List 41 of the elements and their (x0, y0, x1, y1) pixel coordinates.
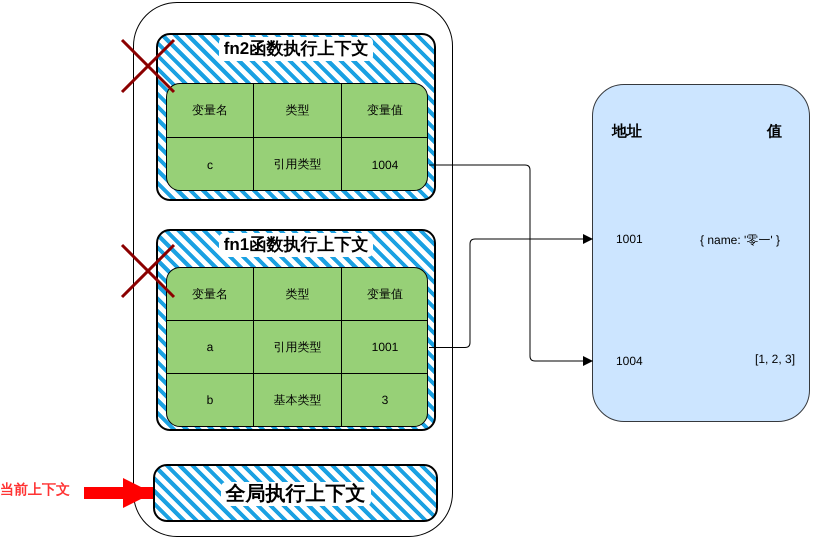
variable-table (166, 83, 428, 191)
address-text: 1001 (593, 225, 683, 253)
cell-text: 变量值 (367, 286, 403, 302)
cell-text: b (206, 393, 214, 407)
table-cell (254, 321, 342, 374)
context-box (156, 33, 436, 201)
table-cell (167, 321, 254, 374)
table-cell (167, 268, 254, 321)
cell-text: 类型 (286, 286, 310, 302)
address-text: 1004 (593, 347, 683, 375)
arrow (84, 478, 153, 508)
variable-table (166, 267, 428, 427)
cell-text: 变量值 (367, 102, 403, 119)
cell-text: 引用类型 (274, 156, 322, 173)
arrow (428, 164, 594, 366)
pointer-label: 当前上下文 (0, 478, 82, 500)
cell-text: 引用类型 (274, 338, 322, 356)
column-header: 地址 (612, 122, 642, 141)
cell-text: 1004 (372, 158, 398, 172)
context-title: fn1函数执行上下文 (218, 233, 374, 257)
cell-text: 变量名 (192, 102, 228, 119)
cell-text: c (207, 158, 213, 172)
table-cell (254, 84, 342, 138)
arrow (428, 234, 594, 348)
value-text: [1, 2, 3] (755, 352, 796, 366)
call-stack-panel (133, 2, 453, 537)
context-title: 全局执行上下文 (220, 482, 370, 506)
memory-heap-panel (592, 84, 810, 422)
context-box (153, 464, 438, 522)
column-header: 值 (767, 122, 782, 141)
context-box (156, 229, 436, 431)
cell-text: 基本类型 (274, 392, 322, 408)
cell-text: 变量名 (192, 286, 228, 302)
cell-text: a (206, 340, 214, 354)
table-cell (254, 268, 342, 321)
table-cell (167, 84, 254, 138)
value-text: { name: '零一' } (700, 232, 780, 249)
context-title: fn2函数执行上下文 (218, 37, 374, 61)
cell-text: 1001 (372, 340, 398, 354)
cell-text: 3 (382, 393, 388, 407)
cell-text: 类型 (286, 102, 310, 119)
